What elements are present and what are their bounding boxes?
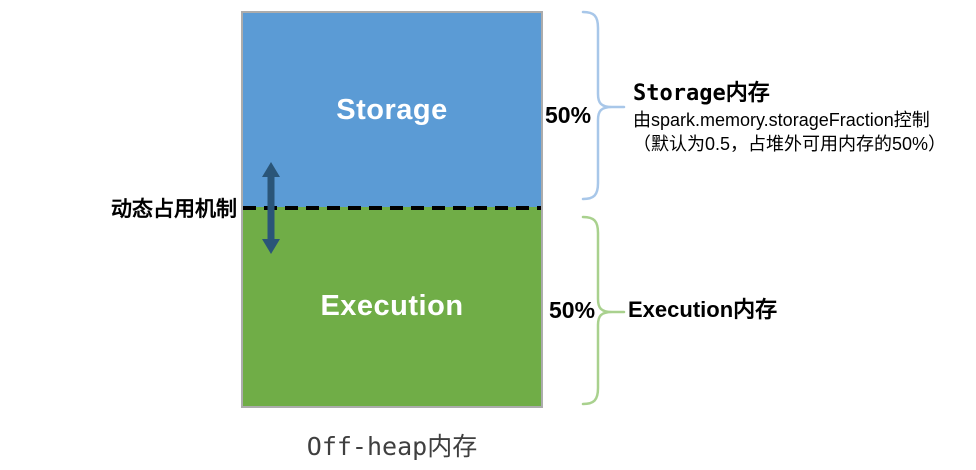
execution-region: Execution	[243, 207, 541, 406]
offheap-memory-box: Storage Execution	[241, 11, 543, 408]
storage-percent-label: 50%	[545, 102, 592, 128]
execution-brace-icon	[581, 215, 626, 406]
execution-brace-path	[581, 215, 626, 406]
storage-annotation-line2: （默认为0.5，占堆外可用内存的50%）	[633, 134, 947, 154]
dynamic-occupancy-arrow-icon	[262, 162, 280, 254]
execution-annotation: Execution内存	[628, 292, 777, 324]
arrow-head-up	[262, 162, 280, 177]
storage-annotation-title: Storage内存	[633, 81, 770, 106]
storage-annotation: Storage内存 由spark.memory.storageFraction控…	[633, 80, 963, 156]
arrow-head-down	[262, 239, 280, 254]
storage-region-label: Storage	[336, 93, 448, 126]
execution-annotation-title: Execution内存	[628, 297, 778, 322]
execution-region-label: Execution	[320, 290, 464, 322]
dashed-divider-line	[243, 206, 541, 210]
storage-annotation-line1: 由spark.memory.storageFraction控制	[633, 110, 930, 130]
storage-brace-icon	[581, 10, 626, 201]
dynamic-occupancy-label: 动态占用机制	[111, 198, 237, 221]
storage-region: Storage	[243, 13, 541, 207]
execution-percent-label: 50%	[549, 297, 596, 323]
storage-brace-path	[581, 10, 626, 201]
offheap-title: Off-heap内存	[306, 432, 478, 461]
